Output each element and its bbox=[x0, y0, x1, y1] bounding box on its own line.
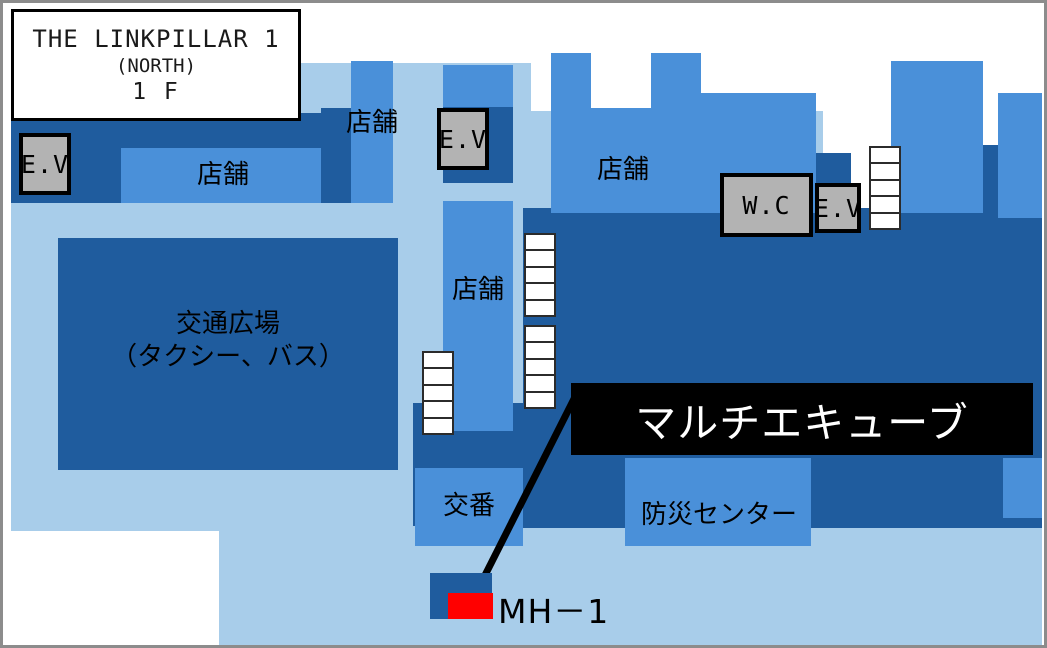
shop-upper-mid-block-2 bbox=[443, 65, 513, 107]
disaster-center-block bbox=[625, 458, 811, 546]
facility-ev-left-label: E.V bbox=[20, 149, 70, 179]
label-shop-upper-mid: 店舗 bbox=[345, 108, 398, 138]
title-line-2: (NORTH) bbox=[115, 55, 197, 77]
facility-ev-center[interactable]: E.V bbox=[437, 108, 489, 170]
callout-multi-ecube[interactable]: マルチエキューブ bbox=[571, 383, 1033, 455]
title-line-1: THE LINKPILLAR 1 bbox=[32, 25, 280, 53]
facility-ev-right[interactable]: E.V bbox=[815, 183, 861, 233]
stairs-center-top[interactable] bbox=[524, 233, 556, 317]
label-shop-center: 店舗 bbox=[451, 275, 504, 305]
mid-block-right-1 bbox=[891, 61, 983, 213]
mid-block-right-2 bbox=[998, 93, 1042, 218]
legend-label-mh1: MH－1 bbox=[498, 592, 610, 631]
label-disaster-center: 防災センター bbox=[640, 500, 797, 530]
traffic-plaza-block bbox=[58, 238, 398, 470]
title-plate: THE LINKPILLAR 1 (NORTH) 1 F bbox=[11, 9, 301, 121]
stairs-center-mid[interactable] bbox=[524, 325, 556, 409]
stairs-center-low[interactable] bbox=[422, 351, 454, 435]
facility-wc-right[interactable]: W.C bbox=[720, 173, 813, 237]
facility-wc-right-label: W.C bbox=[742, 190, 791, 220]
traffic-plaza-line1: 交通広場 bbox=[175, 309, 280, 339]
facility-ev-right-label: E.V bbox=[815, 193, 861, 223]
traffic-plaza-line2: （タクシー、バス） bbox=[111, 341, 345, 372]
facility-ev-center-label: E.V bbox=[438, 124, 488, 154]
legend-marker-red bbox=[448, 593, 493, 619]
callout-label: マルチエキューブ bbox=[635, 399, 969, 447]
mid-block-bottom-right-edge bbox=[1003, 458, 1042, 518]
concourse-notch-bottom-left bbox=[11, 531, 219, 645]
shop-upper-left-block bbox=[121, 148, 321, 203]
stairs-right-top[interactable] bbox=[869, 146, 901, 230]
label-police-box: 交番 bbox=[442, 491, 495, 521]
label-shop-upper-right: 店舗 bbox=[596, 155, 649, 185]
facility-ev-left[interactable]: E.V bbox=[19, 133, 71, 195]
label-traffic-plaza: 交通広場 （タクシー、バス） bbox=[108, 308, 348, 373]
shop-upper-right-notch bbox=[591, 53, 651, 108]
title-line-3: 1 F bbox=[132, 79, 180, 105]
label-shop-upper-left: 店舗 bbox=[196, 160, 249, 190]
shop-upper-mid-block bbox=[351, 61, 393, 203]
